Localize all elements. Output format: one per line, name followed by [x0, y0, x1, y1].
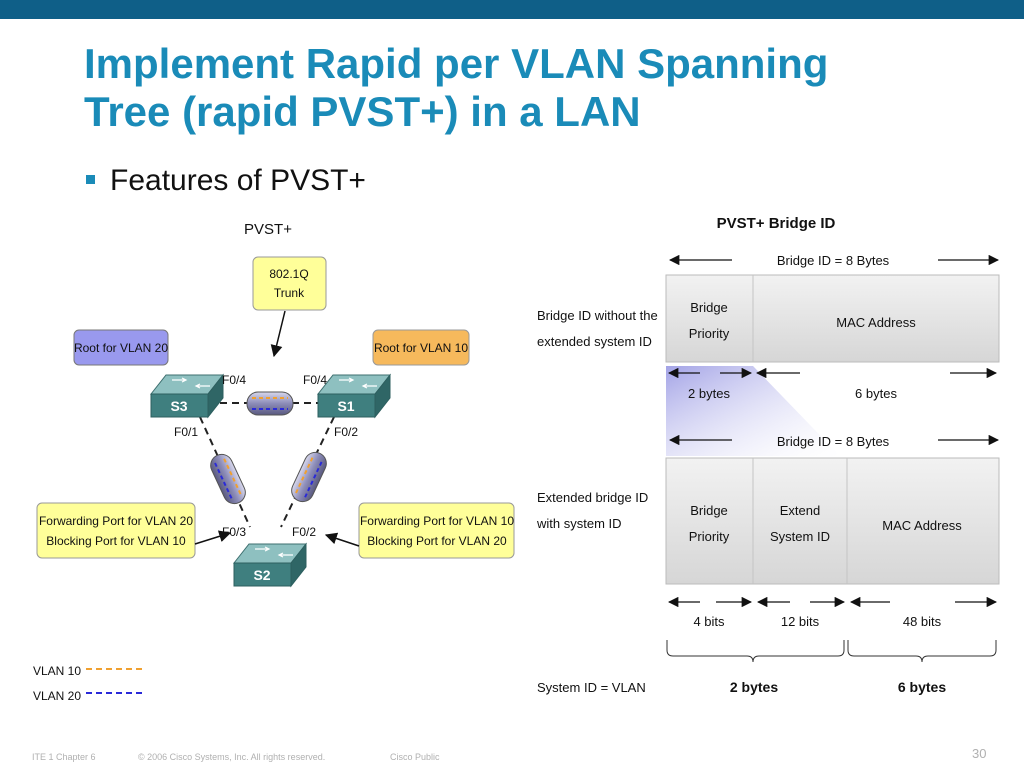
slide-title-line2: Tree (rapid PVST+) in a LAN	[84, 88, 641, 135]
field-bridge-priority-line1: Bridge	[690, 300, 728, 315]
left-port-callout-line1: Forwarding Port for VLAN 20	[39, 514, 193, 528]
bits-priority: 4 bits	[693, 614, 725, 629]
without-ext-label-line2: extended system ID	[537, 334, 652, 349]
root-vlan20-label: Root for VLAN 20	[74, 341, 168, 355]
trunk-callout: 802.1Q Trunk	[252, 256, 327, 358]
port-s2-f02: F0/2	[292, 525, 316, 539]
right-port-callout-box	[358, 502, 515, 559]
port-s3-f04: F0/4	[222, 373, 246, 387]
switch-s3: S3	[149, 373, 225, 419]
bridge-id-fields-basic: Bridge Priority MAC Address	[665, 274, 1000, 363]
switch-s3-label: S3	[170, 398, 187, 414]
switch-arrows-icon	[172, 377, 210, 389]
trunk-callout-line2: Trunk	[274, 286, 305, 300]
bits-extend-system-id: 12 bits	[781, 614, 820, 629]
switch-s1: S1	[316, 373, 392, 419]
root-vlan20-box	[73, 329, 169, 366]
left-port-callout-box	[36, 502, 196, 559]
bullet-text: Features of PVST+	[110, 164, 366, 197]
brace-left-label: 2 bytes	[730, 679, 778, 695]
priority-expansion-shade	[666, 366, 840, 456]
root-vlan20-callout: Root for VLAN 20	[73, 329, 169, 366]
left-port-callout-arrow	[194, 530, 232, 545]
left-port-callout: Forwarding Port for VLAN 20 Blocking Por…	[36, 502, 232, 559]
trunk-callout-box	[252, 256, 327, 311]
field-bridge-priority-line2: Priority	[689, 326, 730, 341]
switch-arrows-icon	[339, 377, 377, 389]
root-vlan10-callout: Root for VLAN 10	[372, 329, 470, 366]
size-priority-2-bytes: 2 bytes	[688, 386, 730, 401]
cable-tube	[210, 453, 246, 505]
right-port-callout-arrow	[324, 532, 360, 547]
footer-copyright: © 2006 Cisco Systems, Inc. All rights re…	[138, 752, 326, 762]
field-mac-address: MAC Address	[882, 518, 962, 533]
switch-side	[374, 373, 391, 419]
port-s1-f04: F0/4	[303, 373, 327, 387]
right-port-callout-line2: Blocking Port for VLAN 20	[367, 534, 507, 548]
field-extend-system-id-line2: System ID	[770, 529, 830, 544]
switch-side	[207, 373, 224, 419]
slide-title: Implement Rapid per VLAN Spanning Tree (…	[84, 40, 984, 136]
cable-tube	[246, 391, 294, 416]
vlan-legend: VLAN 10 VLAN 20	[33, 664, 146, 703]
topology-heading: PVST+	[244, 221, 292, 238]
cable-tube	[291, 451, 327, 503]
bridge-id-size-mid: Bridge ID = 8 Bytes	[777, 434, 890, 449]
switch-s2-label: S2	[253, 567, 270, 583]
page-number: 30	[972, 746, 987, 761]
pvst-topology: PVST+ 802.1Q Trunk Root for VLAN 20 Root…	[33, 221, 515, 703]
size-mac-6-bytes: 6 bytes	[855, 386, 897, 401]
switch-arrows-icon	[255, 546, 293, 558]
legend-vlan10-label: VLAN 10	[33, 664, 81, 678]
brace-right-label: 6 bytes	[898, 679, 946, 695]
top-banner	[0, 0, 1024, 19]
port-s3-f01: F0/1	[174, 425, 198, 439]
port-s1-f02: F0/2	[334, 425, 358, 439]
bridge-id-fields-extended: Bridge Priority Extend System ID MAC Add…	[665, 457, 1000, 585]
legend-vlan20-label: VLAN 20	[33, 689, 81, 703]
trunk-cable-s3-s1	[246, 391, 294, 416]
brace-right	[847, 640, 997, 663]
slide-title-line1: Implement Rapid per VLAN Spanning	[84, 40, 829, 87]
footer-classification: Cisco Public	[390, 752, 440, 762]
port-s2-f03: F0/3	[222, 525, 246, 539]
bridge-id-size-top: Bridge ID = 8 Bytes	[777, 253, 890, 268]
trunk-callout-arrow	[270, 310, 286, 358]
root-vlan10-box	[372, 329, 470, 366]
left-port-callout-line2: Blocking Port for VLAN 10	[46, 534, 186, 548]
trunk-callout-line1: 802.1Q	[269, 267, 308, 281]
bits-mac: 48 bits	[903, 614, 942, 629]
trunk-cable-s3-s2	[210, 453, 246, 505]
field-bridge-priority-line1: Bridge	[690, 503, 728, 518]
root-vlan10-label: Root for VLAN 10	[374, 341, 468, 355]
without-ext-label-line1: Bridge ID without the	[537, 308, 658, 323]
bridge-id-diagram: PVST+ Bridge ID Bridge ID = 8 Bytes Brid…	[536, 215, 1000, 695]
field-extend-system-id-line1: Extend	[780, 503, 820, 518]
switch-s2: S2	[232, 542, 308, 588]
bridge-id-heading: PVST+ Bridge ID	[717, 215, 836, 232]
fields-box	[665, 274, 1000, 363]
field-mac-address: MAC Address	[836, 315, 916, 330]
footer-course: ITE 1 Chapter 6	[32, 752, 96, 762]
with-ext-label-line1: Extended bridge ID	[537, 490, 648, 505]
right-port-callout: Forwarding Port for VLAN 10 Blocking Por…	[324, 502, 515, 559]
fields-box	[665, 457, 1000, 585]
bullet-square-icon	[86, 175, 95, 184]
brace-left	[666, 640, 845, 663]
with-ext-label-line2: with system ID	[536, 516, 622, 531]
switch-s1-label: S1	[337, 398, 354, 414]
system-id-label: System ID = VLAN	[537, 680, 646, 695]
right-port-callout-line1: Forwarding Port for VLAN 10	[360, 514, 514, 528]
switch-side	[290, 542, 307, 588]
field-bridge-priority-line2: Priority	[689, 529, 730, 544]
trunk-cable-s1-s2	[291, 451, 327, 503]
